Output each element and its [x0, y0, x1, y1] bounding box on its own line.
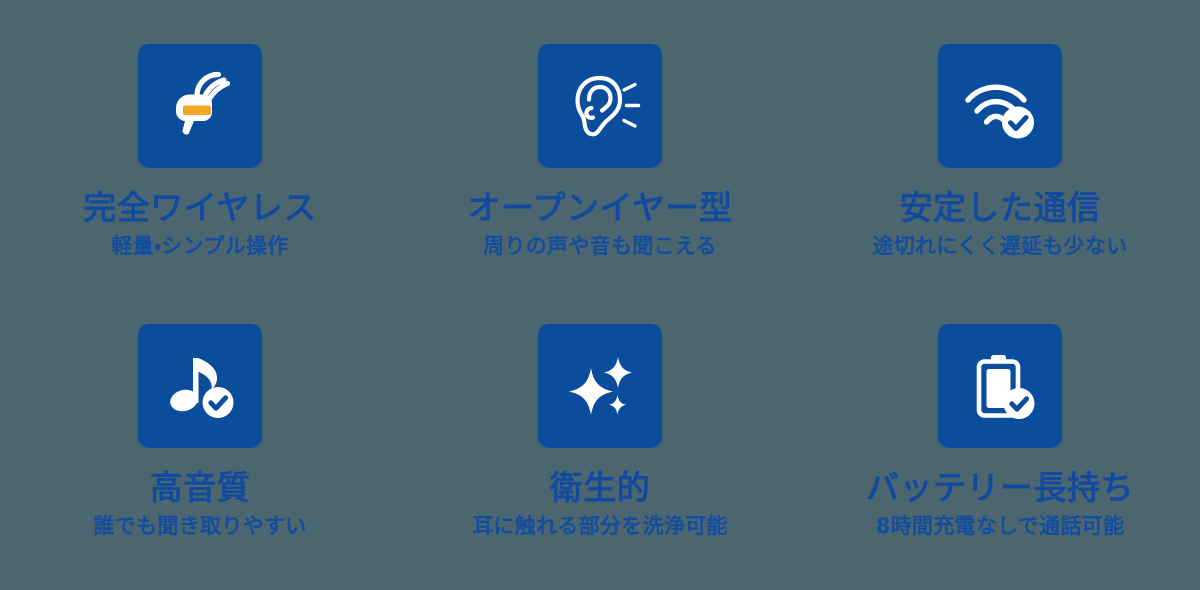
feature-card-battery: バッテリー長持ち 8時間充電なしで通話可能: [800, 298, 1200, 578]
music-note-check-icon: [158, 344, 242, 428]
sparkles-icon: [558, 344, 642, 428]
icon-tile-open-ear: [538, 44, 662, 168]
feature-title: 高音質: [149, 468, 251, 507]
icon-tile-hygienic: [538, 324, 662, 448]
icon-tile-wireless: [138, 44, 262, 168]
feature-subtitle: 途切れにくく遅延も少ない: [872, 234, 1128, 259]
feature-card-hygienic: 衛生的 耳に触れる部分を洗浄可能: [400, 298, 800, 578]
icon-tile-stable-connection: [938, 44, 1062, 168]
icon-tile-sound-quality: [138, 324, 262, 448]
feature-card-stable-connection: 安定した通信 途切れにくく遅延も少ない: [800, 18, 1200, 298]
wireless-earbud-icon: [158, 64, 242, 148]
feature-card-open-ear: オープンイヤー型 周りの声や音も聞こえる: [400, 18, 800, 298]
feature-subtitle: 8時間充電なしで通話可能: [875, 514, 1125, 539]
feature-subtitle: 耳に触れる部分を洗浄可能: [472, 514, 728, 539]
feature-title: オープンイヤー型: [467, 188, 733, 227]
feature-title: 安定した通信: [899, 188, 1101, 227]
icon-tile-battery: [938, 324, 1062, 448]
feature-title: バッテリー長持ち: [866, 468, 1134, 507]
feature-subtitle: 周りの声や音も聞こえる: [483, 234, 717, 259]
feature-card-wireless: 完全ワイヤレス 軽量・シンプル操作: [0, 18, 400, 298]
feature-card-sound-quality: 高音質 誰でも聞き取りやすい: [0, 298, 400, 578]
feature-title: 完全ワイヤレス: [83, 188, 317, 227]
wifi-check-icon: [958, 64, 1042, 148]
feature-title: 衛生的: [549, 468, 651, 507]
open-ear-icon: [558, 64, 642, 148]
feature-subtitle: 誰でも聞き取りやすい: [93, 514, 307, 539]
battery-check-icon: [958, 344, 1042, 428]
feature-subtitle: 軽量・シンプル操作: [111, 234, 289, 259]
